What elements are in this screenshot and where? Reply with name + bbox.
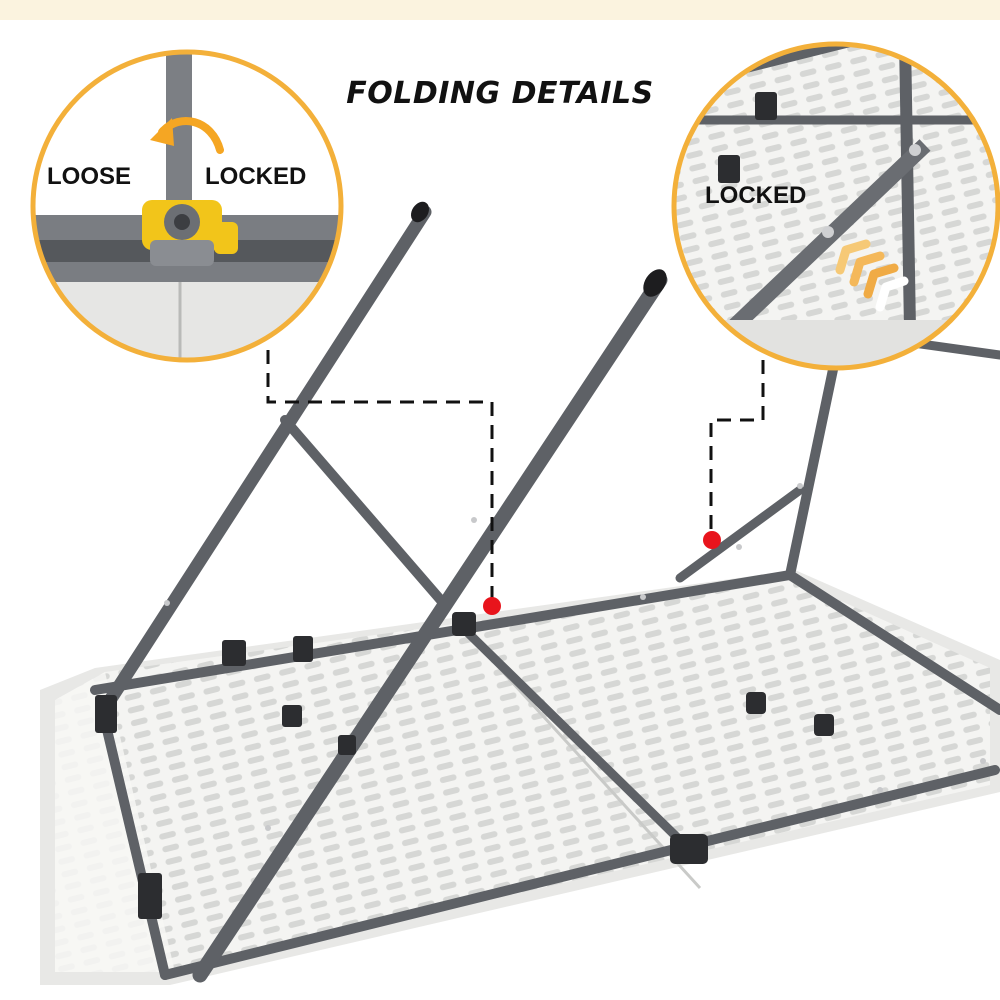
top-band <box>0 0 1000 20</box>
loose-label: LOOSE <box>47 163 131 190</box>
table-frame <box>90 205 1000 983</box>
callout-left-loose-locked: LOOSE LOCKED <box>30 49 344 363</box>
marker-dot-right <box>703 531 721 549</box>
leg-cap <box>643 269 667 297</box>
callout-right-locked: LOCKED <box>671 41 1000 371</box>
locked-label-right: LOCKED <box>705 182 806 209</box>
chevron-locked-icon <box>835 239 909 312</box>
tabletop <box>40 570 1000 985</box>
marker-dot-left <box>483 597 501 615</box>
locked-label-left: LOCKED <box>205 163 306 190</box>
callout-leader-lines <box>266 350 765 598</box>
rivets <box>164 483 986 831</box>
hinge-brackets <box>95 612 834 919</box>
leg-cap <box>411 201 429 223</box>
page-title: FOLDING DETAILS <box>346 76 654 111</box>
